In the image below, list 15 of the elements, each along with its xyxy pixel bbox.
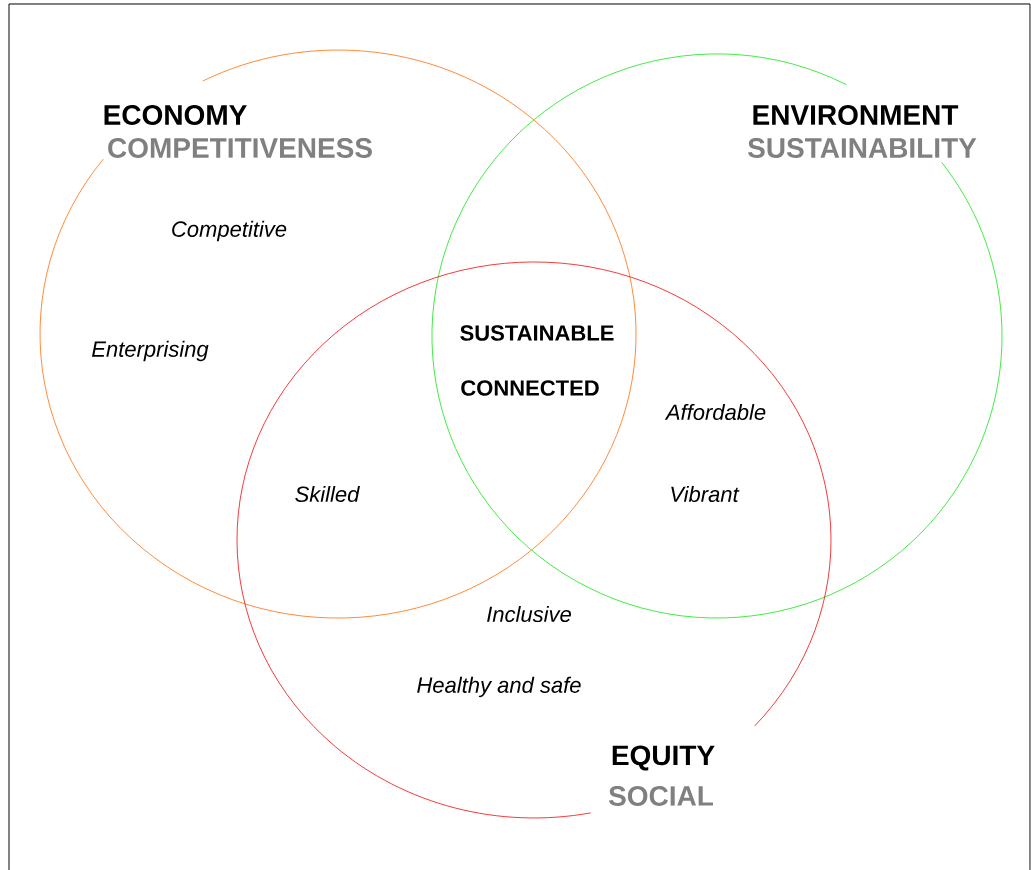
circle-subheading: COMPETITIVENESS: [108, 138, 372, 158]
region-word: Vibrant: [671, 485, 740, 503]
region-word: Affordable: [664, 403, 766, 421]
center-word: SUSTAINABLE: [460, 325, 614, 341]
center-word: CONNECTED: [461, 380, 599, 396]
region-word: Skilled: [295, 485, 360, 503]
region-word: Enterprising: [92, 340, 209, 362]
circle-heading: ENVIRONMENT: [753, 105, 959, 125]
circle-subheading: SOCIAL: [608, 786, 713, 806]
region-word: Competitive: [172, 220, 287, 242]
circle-subheading: SUSTAINABILITY: [747, 138, 977, 158]
region-word: Inclusive: [487, 605, 571, 623]
circle-heading: EQUITY: [612, 745, 715, 771]
circle-heading: ECONOMY: [104, 105, 247, 125]
region-word: Healthy and safe: [417, 676, 581, 698]
